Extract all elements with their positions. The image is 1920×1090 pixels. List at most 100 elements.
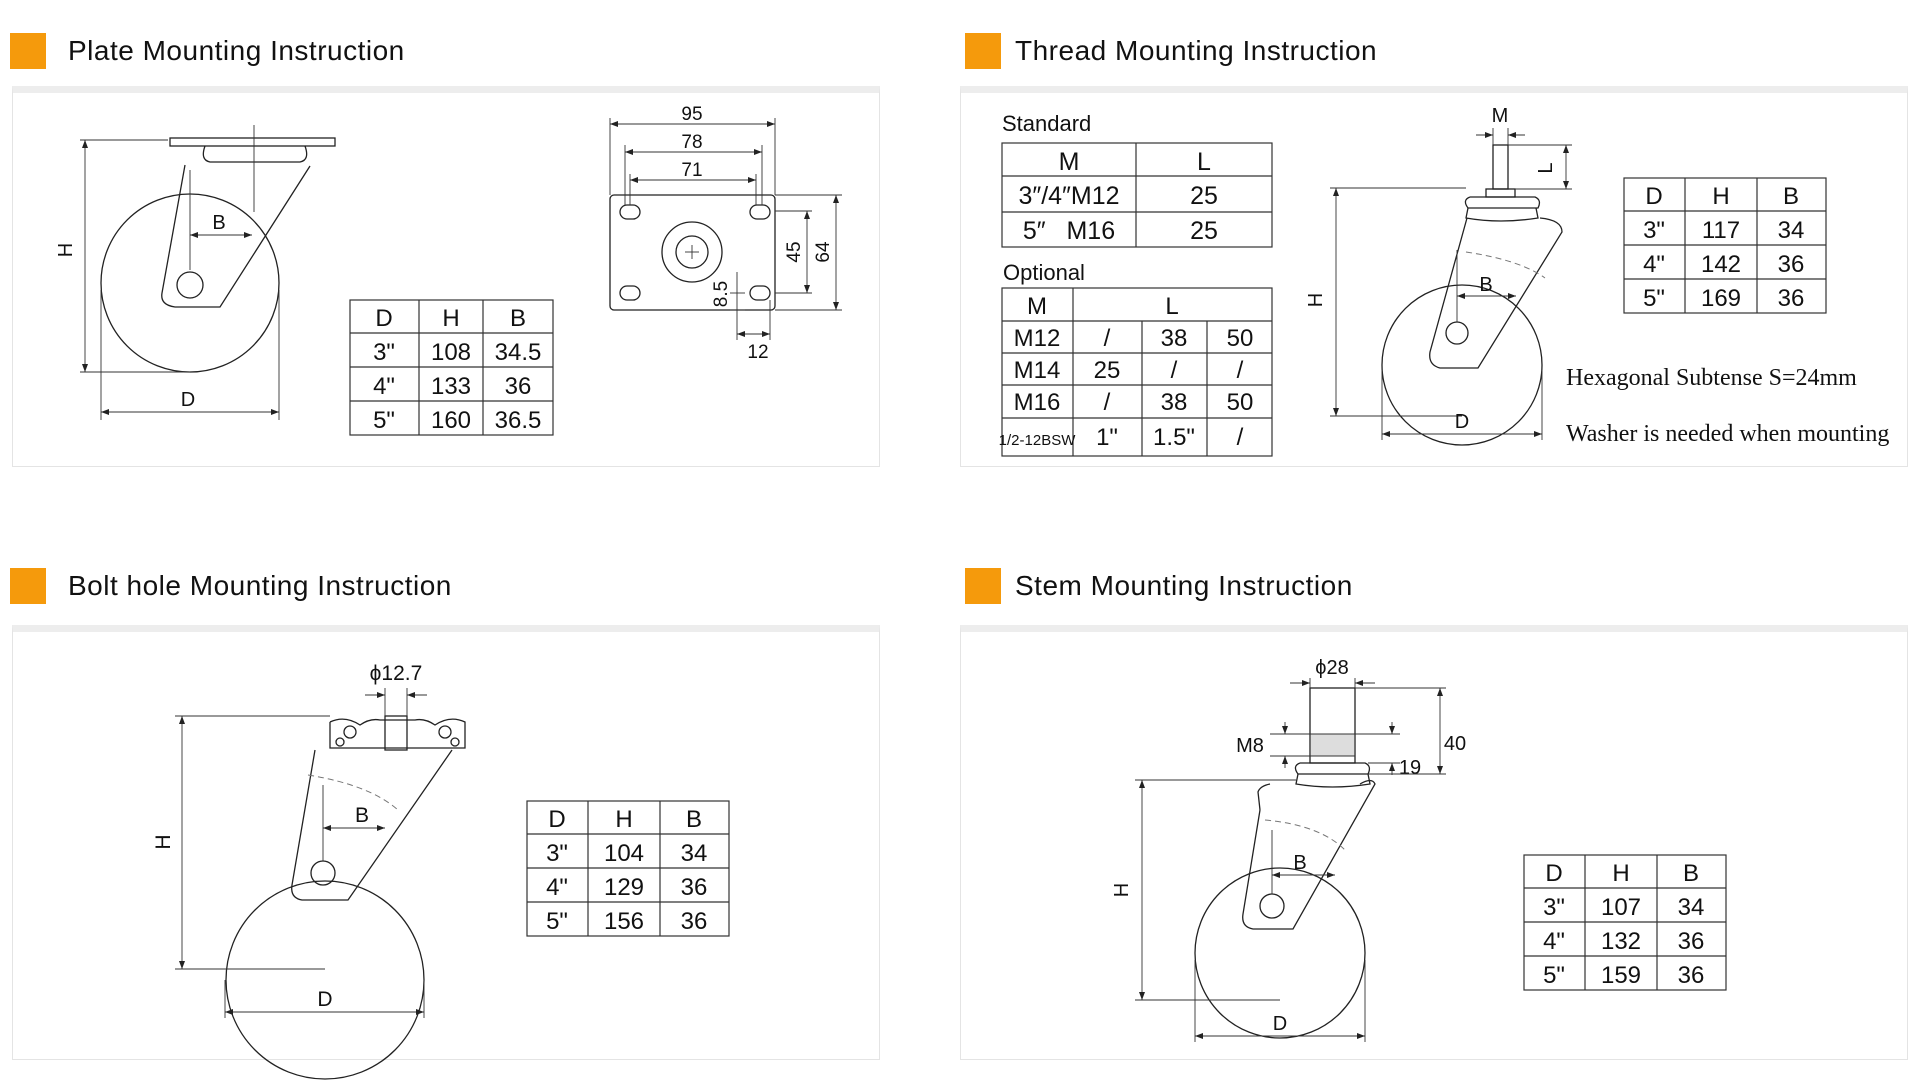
table-cell: 3" bbox=[1543, 894, 1565, 921]
table-cell: 107 bbox=[1601, 894, 1641, 921]
stem-collar bbox=[1294, 762, 1371, 775]
washer bbox=[1464, 196, 1541, 209]
dim-95: 95 bbox=[681, 104, 702, 125]
plate-section-header: Plate Mounting Instruction bbox=[10, 33, 510, 73]
section-title: Thread Mounting Instruction bbox=[1015, 35, 1378, 66]
table-cell: 25 bbox=[1094, 357, 1121, 384]
table-cell: 36 bbox=[505, 373, 532, 400]
table-cell: 38 bbox=[1161, 389, 1188, 416]
table-cell: 34.5 bbox=[495, 339, 542, 366]
table-cell: 1.5" bbox=[1153, 424, 1195, 451]
table-cell: 1/2-12BSW bbox=[999, 432, 1077, 449]
table-cell: / bbox=[1237, 424, 1244, 451]
d-label: D bbox=[1455, 411, 1469, 433]
stem-caster-diagram: ϕ28 M8 19 40 B H D bbox=[1111, 657, 1466, 1042]
fork-outline bbox=[291, 749, 453, 901]
fork-outline bbox=[1242, 779, 1376, 930]
dim-40: 40 bbox=[1444, 733, 1466, 755]
h-label: H bbox=[152, 834, 175, 849]
thread-table: D H B 3" 117 34 4" 142 36 5" 169 36 bbox=[1623, 177, 1827, 314]
dim-78: 78 bbox=[681, 132, 702, 153]
table-cell: 50 bbox=[1227, 325, 1254, 352]
table-header: H bbox=[615, 806, 632, 833]
dim-45: 45 bbox=[784, 241, 805, 262]
b-label: B bbox=[355, 804, 369, 827]
dim-71: 71 bbox=[681, 160, 702, 181]
fork-outline bbox=[161, 164, 311, 308]
section-title: Plate Mounting Instruction bbox=[68, 35, 405, 66]
table-header: B bbox=[1683, 860, 1699, 887]
l-label: L bbox=[1535, 162, 1557, 173]
axle-hole bbox=[176, 271, 204, 299]
table-cell: 159 bbox=[1601, 962, 1641, 989]
dim-19: 19 bbox=[1399, 757, 1421, 779]
table-cell: 38 bbox=[1161, 325, 1188, 352]
h-label: H bbox=[55, 243, 77, 257]
dim-8-5: 8.5 bbox=[711, 281, 732, 307]
orange-square-marker bbox=[965, 33, 1001, 69]
table-cell: 36 bbox=[1678, 928, 1705, 955]
table-cell: 34 bbox=[1778, 217, 1805, 244]
table-cell: 4" bbox=[1643, 251, 1665, 278]
table-header: D bbox=[1645, 183, 1662, 210]
table-header: H bbox=[442, 305, 459, 332]
table-cell: 36 bbox=[1778, 285, 1805, 312]
table-cell: 3" bbox=[373, 339, 395, 366]
table-cell: / bbox=[1104, 325, 1111, 352]
table-header: M bbox=[1027, 293, 1047, 320]
optional-table: M L M12 / 38 50 M14 25 / / M16 / 38 50 1… bbox=[999, 287, 1273, 457]
thread-section-header: Thread Mounting Instruction bbox=[965, 33, 1465, 73]
orange-square-marker bbox=[10, 33, 46, 69]
table-cell: 3" bbox=[1643, 217, 1665, 244]
table-cell: 133 bbox=[431, 373, 471, 400]
table-cell: 142 bbox=[1701, 251, 1741, 278]
washer-note: Washer is needed when mounting bbox=[1566, 421, 1890, 447]
table-cell: 4" bbox=[373, 373, 395, 400]
table-cell: 34 bbox=[681, 840, 708, 867]
threaded-stud bbox=[1492, 144, 1509, 190]
dim-12: 12 bbox=[747, 342, 768, 363]
stem-ring bbox=[1311, 734, 1354, 756]
table-cell: 104 bbox=[604, 840, 644, 867]
plate-table: D H B 3" 108 34.5 4" 133 36 5" 160 36.5 bbox=[349, 299, 554, 436]
table-cell: 36 bbox=[1678, 962, 1705, 989]
table-cell: 5" bbox=[373, 407, 395, 434]
d-label: D bbox=[181, 389, 195, 411]
bolt-caster-diagram: ϕ12.7 B H D bbox=[152, 662, 466, 1080]
hex-nut bbox=[1485, 188, 1516, 198]
plate-panel bbox=[12, 86, 880, 467]
table-header: H bbox=[1712, 183, 1729, 210]
standard-caption: Standard bbox=[1002, 111, 1092, 136]
phi-label: ϕ28 bbox=[1315, 657, 1348, 679]
thread-caster-diagram: M L B H D bbox=[1305, 105, 1572, 446]
h-label: H bbox=[1111, 883, 1133, 897]
section-title: Stem Mounting Instruction bbox=[1015, 570, 1353, 601]
m-label: M bbox=[1492, 105, 1509, 127]
thread-panel bbox=[960, 86, 1908, 467]
fork-outline bbox=[1429, 217, 1563, 369]
phi-label: ϕ12.7 bbox=[370, 662, 423, 685]
table-cell: 3" bbox=[546, 840, 568, 867]
swivel-bearing bbox=[202, 145, 308, 163]
table-cell: M12 bbox=[1014, 325, 1061, 352]
b-label: B bbox=[212, 212, 225, 234]
table-cell: 25 bbox=[1190, 182, 1218, 210]
dim-64: 64 bbox=[813, 241, 834, 263]
bolt-hole bbox=[384, 715, 408, 751]
stem-table: D H B 3" 107 34 4" 132 36 5" 159 36 bbox=[1523, 854, 1727, 991]
stem-section-header: Stem Mounting Instruction bbox=[965, 568, 1465, 608]
stem-panel bbox=[960, 625, 1908, 1060]
hex-note: Hexagonal Subtense S=24mm bbox=[1566, 365, 1857, 391]
d-label: D bbox=[1273, 1013, 1287, 1035]
section-title: Bolt hole Mounting Instruction bbox=[68, 570, 452, 601]
bolt-panel bbox=[12, 625, 880, 1060]
table-cell: 156 bbox=[604, 908, 644, 935]
table-header: L bbox=[1165, 293, 1178, 320]
orange-square-marker bbox=[965, 568, 1001, 604]
table-cell: 36 bbox=[681, 874, 708, 901]
table-cell: 50 bbox=[1227, 389, 1254, 416]
table-cell: M16 bbox=[1014, 389, 1061, 416]
table-cell: 5" bbox=[1643, 285, 1665, 312]
table-cell: 108 bbox=[431, 339, 471, 366]
orange-square-marker bbox=[10, 568, 46, 604]
